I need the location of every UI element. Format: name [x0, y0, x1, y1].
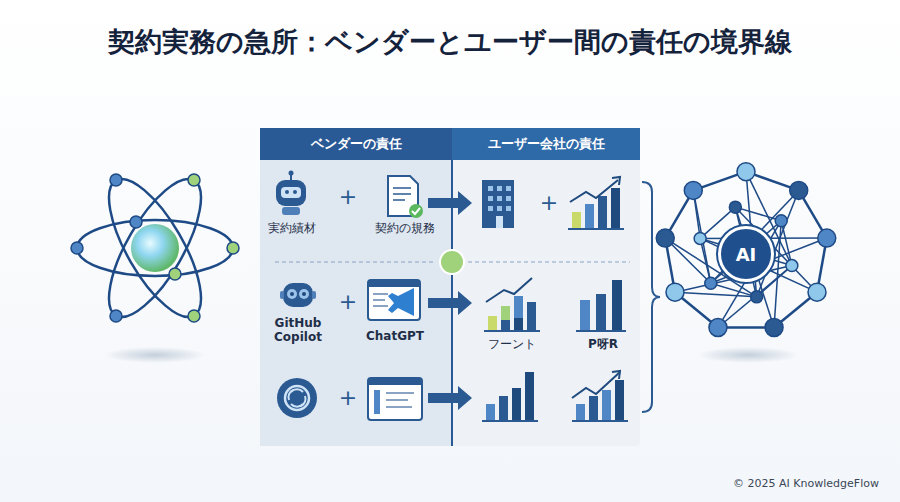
copilot-icon — [280, 283, 316, 307]
gear-icon — [277, 378, 317, 418]
icon-label: ChatGPT — [366, 329, 424, 343]
building-icon — [482, 180, 514, 228]
column-header: ベンダーの責任 — [260, 128, 452, 160]
node-text: ユーザー会社の責任 — [488, 135, 605, 153]
icon-label: 実約績材 — [268, 221, 316, 235]
ai-core-circle: AI — [718, 226, 774, 282]
icon-label: GitHub Copilot — [266, 316, 330, 345]
bar-chart — [482, 372, 538, 421]
watermark: © 2025 AI KnowledgeFlow — [733, 477, 879, 490]
plus-sign: + — [339, 289, 357, 315]
bar-chart — [576, 280, 626, 331]
icon-label: 契約の規務 — [375, 221, 435, 235]
editor-window — [368, 280, 420, 320]
window-icon — [368, 378, 422, 420]
node-text: ベンダーの責任 — [311, 135, 402, 153]
chart-label: フーント — [488, 337, 536, 351]
title: 契約実務の急所：ベンダーとユーザー間の責任の境界線 — [0, 24, 900, 60]
growth-chart — [568, 177, 624, 229]
column-header: ユーザー会社の責任 — [452, 128, 640, 160]
plus-sign: + — [540, 190, 558, 216]
plus-sign: + — [339, 385, 357, 411]
growth-chart — [572, 371, 628, 421]
node-text: AI — [736, 244, 757, 265]
bar-chart — [484, 278, 540, 331]
plus-sign: + — [339, 184, 357, 210]
atom-illustration — [77, 166, 233, 329]
network-illustration — [656, 163, 836, 337]
electron-dots — [71, 174, 239, 322]
robot-icon — [276, 171, 306, 216]
chart-label: P呀R — [588, 337, 618, 351]
document-icon — [388, 176, 423, 218]
